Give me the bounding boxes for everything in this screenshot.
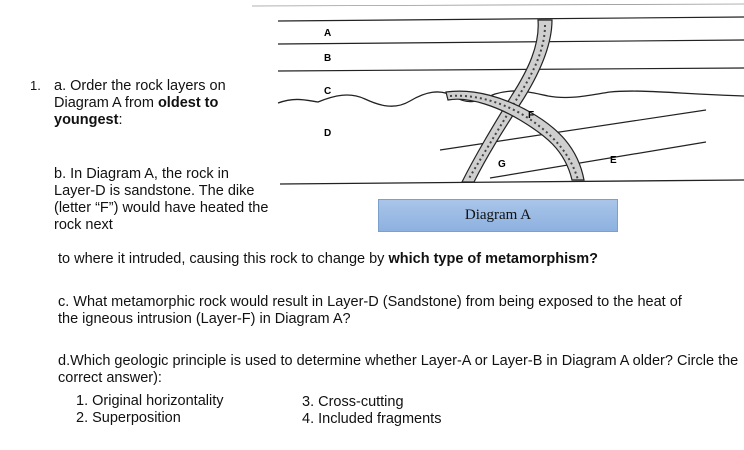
label-a: A bbox=[324, 28, 331, 39]
options-right: 3. Cross-cutting 4. Included fragments bbox=[302, 394, 441, 428]
question-b: b. In Diagram A, the rock in Layer-D is … bbox=[54, 166, 269, 233]
dike-f bbox=[461, 19, 553, 183]
question-a-suffix: : bbox=[118, 112, 123, 128]
diagram-a: A B C D E F G bbox=[251, 3, 744, 185]
label-d: D bbox=[324, 128, 331, 139]
dike-f-texture bbox=[467, 24, 546, 181]
label-e: E bbox=[610, 155, 617, 166]
question-b-cont-prefix: to where it intruded, causing this rock … bbox=[58, 251, 389, 267]
question-a-prefix: a. Order the rock layers on Diagram A fr… bbox=[54, 78, 226, 111]
fault-line-upper bbox=[439, 109, 707, 151]
intrusion-g-texture bbox=[449, 94, 579, 181]
label-c: C bbox=[324, 86, 331, 97]
layer-line-b-c bbox=[277, 67, 744, 72]
option-3[interactable]: 3. Cross-cutting bbox=[302, 394, 404, 410]
layer-line-bottom bbox=[279, 179, 744, 185]
option-1[interactable]: 1. Original horizontality bbox=[76, 393, 224, 409]
question-b-continued: to where it intruded, causing this rock … bbox=[58, 251, 598, 268]
question-b-cont-bold: which type of metamorphism? bbox=[388, 251, 598, 267]
layer-line-a-b bbox=[277, 39, 744, 45]
label-f: F bbox=[528, 110, 534, 121]
diagram-caption: Diagram A bbox=[378, 199, 618, 232]
question-a-bold: oldest to youngest bbox=[54, 95, 219, 128]
intrusion-g bbox=[445, 90, 585, 181]
question-d: d.Which geologic principle is used to de… bbox=[58, 353, 739, 386]
options-left: 1. Original horizontality 2. Superpositi… bbox=[76, 393, 224, 427]
question-c: c. What metamorphic rock would result in… bbox=[58, 294, 682, 327]
top-border-line bbox=[251, 3, 744, 7]
fault-line-lower bbox=[489, 141, 707, 179]
question-a: a. Order the rock layers on Diagram A fr… bbox=[54, 78, 254, 129]
label-b: B bbox=[324, 53, 331, 64]
option-4[interactable]: 4. Included fragments bbox=[302, 411, 442, 427]
option-2[interactable]: 2. Superposition bbox=[76, 410, 181, 426]
label-g: G bbox=[498, 159, 506, 170]
layer-line-top bbox=[277, 16, 744, 22]
question-number: 1. bbox=[30, 78, 41, 93]
